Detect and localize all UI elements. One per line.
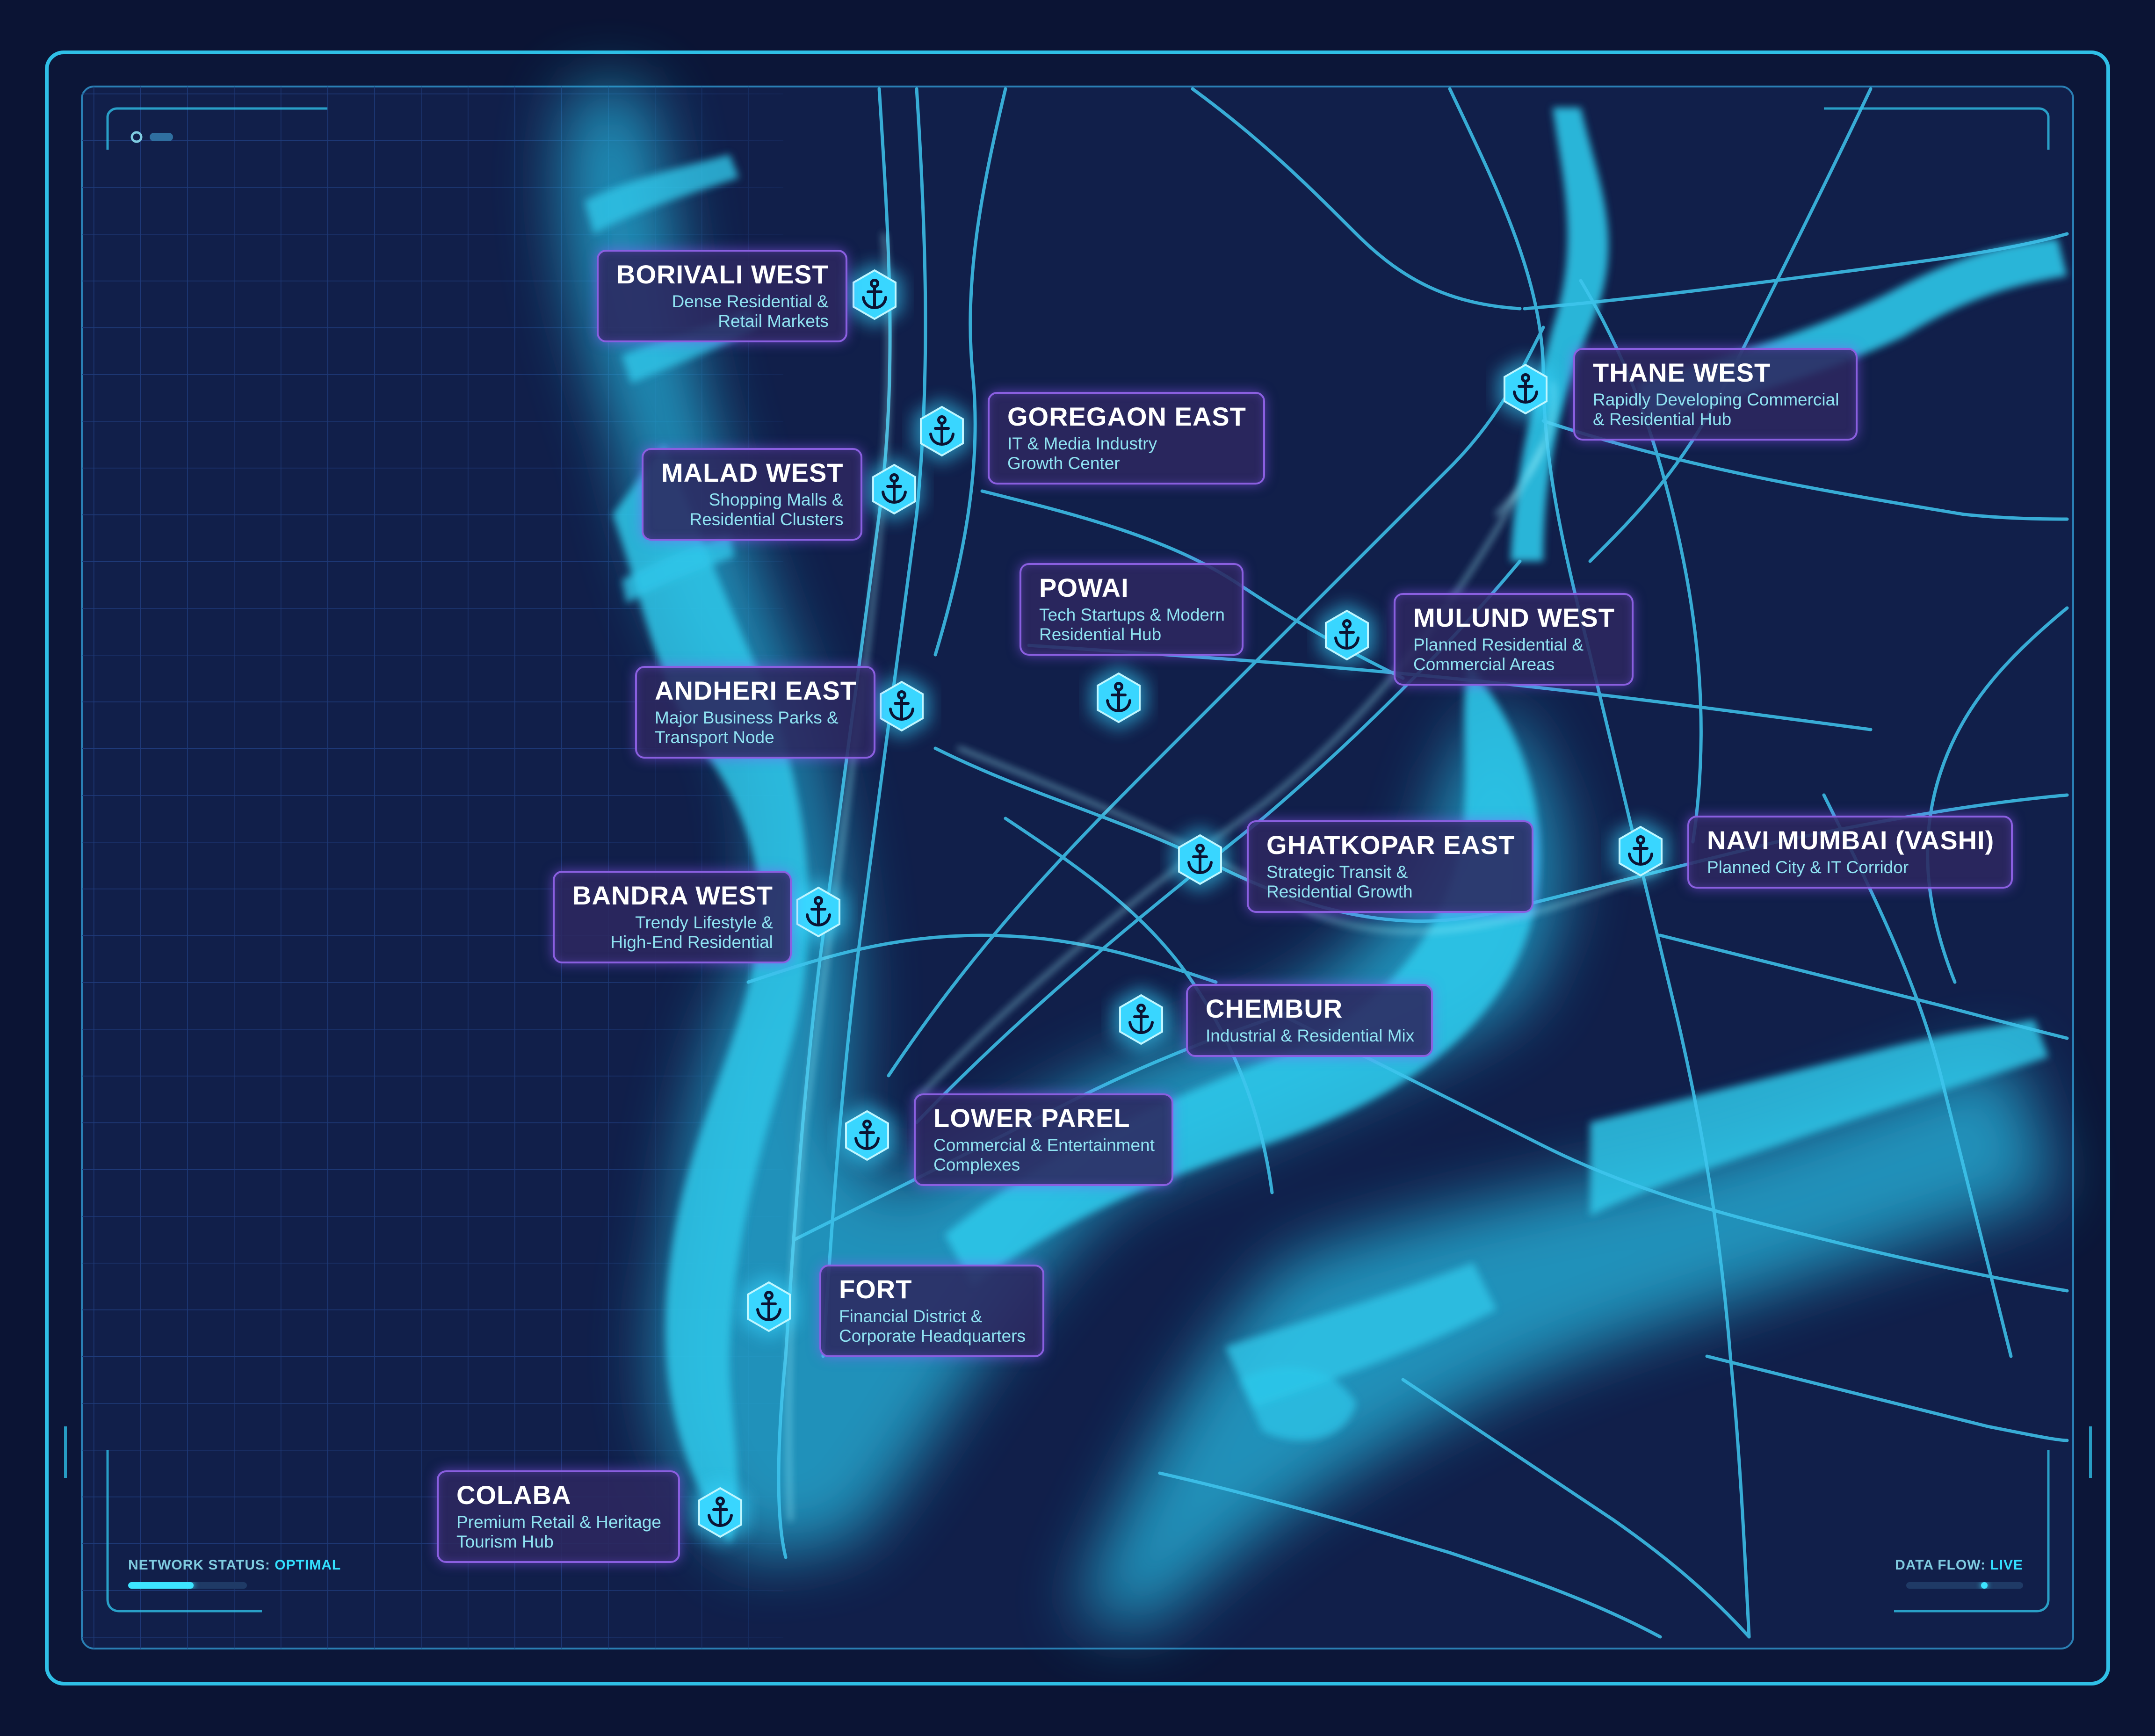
- data-flow-bar[interactable]: [1906, 1582, 2023, 1589]
- label-colaba[interactable]: COLABA Premium Retail & Heritage Tourism…: [437, 1470, 680, 1563]
- network-status-label: NETWORK STATUS:: [128, 1557, 270, 1573]
- location-title: MULUND WEST: [1413, 603, 1615, 632]
- data-flow-knob[interactable]: [1981, 1582, 1988, 1589]
- label-lower-parel[interactable]: LOWER PAREL Commercial & Entertainment C…: [914, 1093, 1173, 1186]
- location-description: Strategic Transit & Residential Growth: [1266, 862, 1515, 902]
- data-flow-value: LIVE: [1990, 1557, 2023, 1573]
- label-malad-west[interactable]: MALAD WEST Shopping Malls & Residential …: [642, 448, 862, 541]
- location-description: Rapidly Developing Commercial & Resident…: [1593, 390, 1839, 429]
- location-description: Trendy Lifestyle & High-End Residential: [572, 913, 773, 952]
- location-description: Planned Residential & Commercial Areas: [1413, 635, 1615, 674]
- label-fort[interactable]: FORT Financial District & Corporate Head…: [819, 1265, 1044, 1357]
- location-title: LOWER PAREL: [933, 1104, 1155, 1133]
- location-title: COLABA: [456, 1481, 661, 1510]
- data-flow-status: DATA FLOW: LIVE: [1895, 1557, 2023, 1573]
- location-title: THANE WEST: [1593, 358, 1839, 387]
- network-status-bar: [128, 1582, 247, 1589]
- location-title: POWAI: [1039, 573, 1225, 602]
- label-navi-mumbai-vashi[interactable]: NAVI MUMBAI (VASHI) Planned City & IT Co…: [1687, 816, 2013, 889]
- network-status: NETWORK STATUS: OPTIMAL: [128, 1557, 341, 1573]
- location-title: GOREGAON EAST: [1007, 402, 1246, 431]
- label-mulund-west[interactable]: MULUND WEST Planned Residential & Commer…: [1394, 593, 1634, 686]
- location-description: Major Business Parks & Transport Node: [655, 708, 857, 747]
- location-title: ANDHERI EAST: [655, 676, 857, 705]
- location-title: CHEMBUR: [1206, 994, 1414, 1023]
- label-powai[interactable]: POWAI Tech Startups & Modern Residential…: [1020, 563, 1244, 656]
- label-bandra-west[interactable]: BANDRA WEST Trendy Lifestyle & High-End …: [553, 871, 792, 963]
- location-title: GHATKOPAR EAST: [1266, 831, 1515, 860]
- location-description: Financial District & Corporate Headquart…: [839, 1307, 1026, 1346]
- label-ghatkopar-east[interactable]: GHATKOPAR EAST Strategic Transit & Resid…: [1247, 820, 1533, 913]
- location-description: Dense Residential & Retail Markets: [616, 292, 829, 331]
- frame-indicator-icon: [150, 133, 173, 141]
- location-title: NAVI MUMBAI (VASHI): [1707, 826, 1994, 855]
- label-chembur[interactable]: CHEMBUR Industrial & Residential Mix: [1186, 984, 1433, 1057]
- label-thane-west[interactable]: THANE WEST Rapidly Developing Commercial…: [1573, 348, 1858, 441]
- location-description: Planned City & IT Corridor: [1707, 858, 1994, 877]
- network-status-fill: [128, 1582, 194, 1589]
- label-borivali-west[interactable]: BORIVALI WEST Dense Residential & Retail…: [597, 250, 847, 342]
- location-description: Shopping Malls & Residential Clusters: [661, 490, 844, 529]
- location-description: Tech Startups & Modern Residential Hub: [1039, 605, 1225, 644]
- location-description: IT & Media Industry Growth Center: [1007, 434, 1246, 473]
- location-title: BORIVALI WEST: [616, 260, 829, 289]
- location-title: BANDRA WEST: [572, 881, 773, 910]
- data-flow-label: DATA FLOW:: [1895, 1557, 1986, 1573]
- location-title: MALAD WEST: [661, 458, 844, 487]
- location-description: Industrial & Residential Mix: [1206, 1026, 1414, 1046]
- location-description: Commercial & Entertainment Complexes: [933, 1136, 1155, 1175]
- label-andheri-east[interactable]: ANDHERI EAST Major Business Parks & Tran…: [635, 666, 875, 759]
- location-title: FORT: [839, 1275, 1026, 1304]
- label-goregaon-east[interactable]: GOREGAON EAST IT & Media Industry Growth…: [988, 392, 1265, 485]
- location-description: Premium Retail & Heritage Tourism Hub: [456, 1512, 661, 1552]
- network-status-value: OPTIMAL: [275, 1557, 341, 1573]
